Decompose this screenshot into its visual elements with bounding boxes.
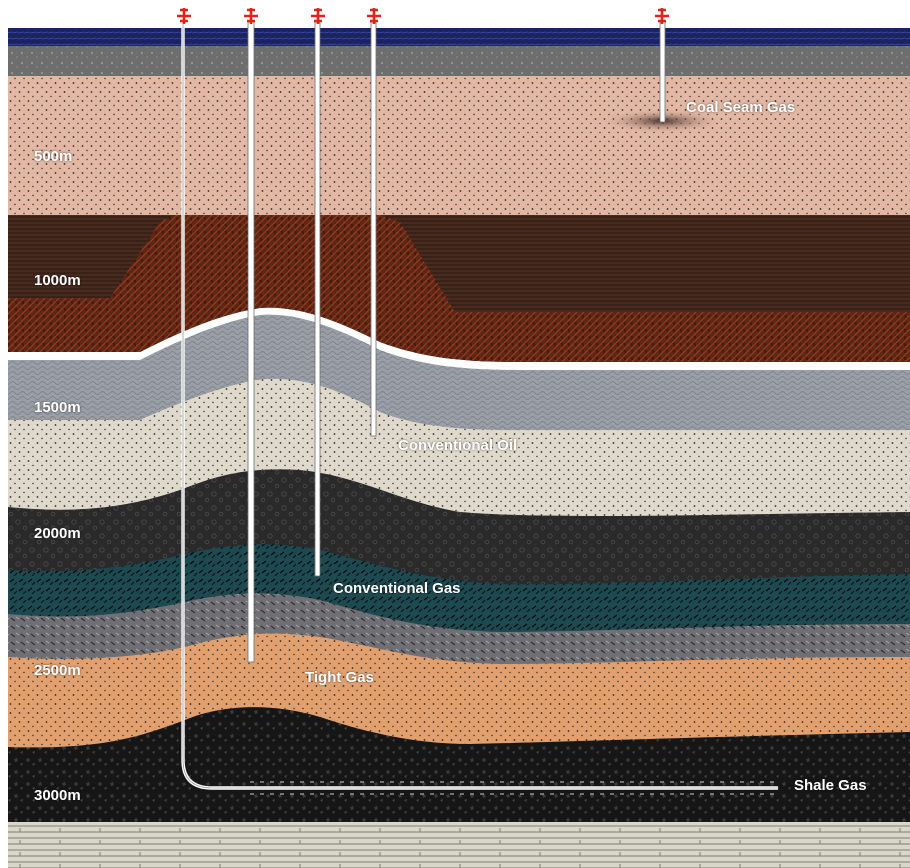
cap-rock-pattern (8, 215, 910, 362)
topsoil-pattern (8, 44, 910, 76)
depth-label-2000m: 2000m (34, 525, 81, 542)
depth-label-1000m: 1000m (34, 272, 81, 289)
depth-label-2500m: 2500m (34, 662, 81, 679)
wellhead-icon (367, 8, 381, 24)
tight-gas-sand-pattern (8, 631, 910, 748)
well-conventional-gas (314, 21, 321, 577)
bedrock-pattern (8, 820, 910, 868)
coal-seam-gas-label: Coal Seam Gas (686, 99, 796, 116)
well-conventional-oil (370, 21, 377, 437)
depth-label-3000m: 3000m (34, 787, 81, 804)
shale-gas-label: Shale Gas (794, 777, 867, 794)
grey-wavy-pattern (8, 314, 910, 430)
coal-seam-sandstone-pattern (8, 74, 910, 215)
tight-gas-label: Tight Gas (305, 669, 374, 686)
conventional-oil-pattern (8, 376, 910, 517)
well-tight-gas (247, 21, 255, 663)
conventional-oil-label: Conventional Oil (398, 437, 518, 454)
depth-label-500m: 500m (34, 148, 73, 165)
wellhead-icon (177, 8, 191, 24)
wellhead-icon (244, 8, 258, 24)
well-coal-seam-gas (659, 21, 666, 123)
conventional-gas-label: Conventional Gas (333, 580, 461, 597)
wellhead-icon (311, 8, 325, 24)
well-shale-gas (181, 22, 780, 795)
surface-water-pattern (8, 28, 910, 46)
wellhead-icon (655, 8, 669, 24)
shale-layer-pattern (8, 705, 910, 822)
dark-rock-pattern (8, 467, 910, 585)
conventional-gas-pattern (8, 542, 910, 632)
depth-label-1500m: 1500m (34, 399, 81, 416)
